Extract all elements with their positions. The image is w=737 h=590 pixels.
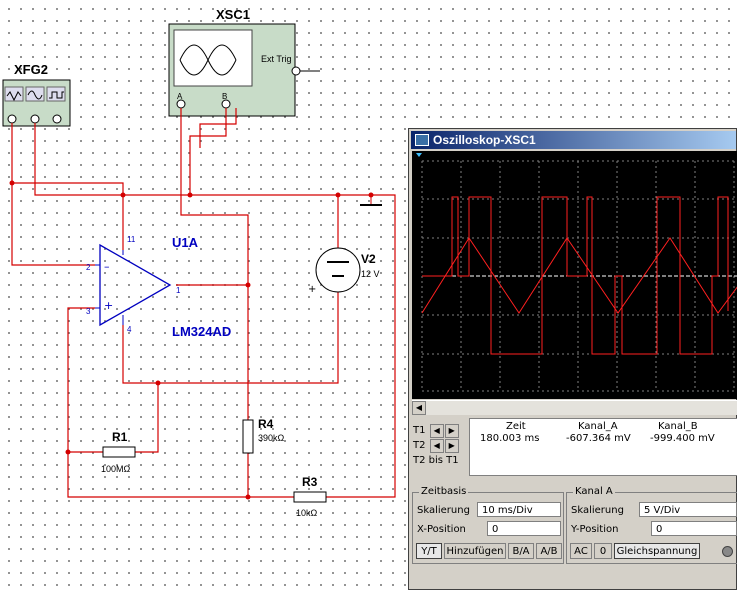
dc-button[interactable]: Gleichspannung (614, 543, 700, 559)
add-button[interactable]: Hinzufügen (444, 543, 506, 559)
r3-value-label: 10kΩ (296, 508, 318, 518)
r1-ref-label: R1 (112, 430, 128, 444)
ypos-label: Y-Position (571, 524, 619, 535)
col-b-header: Kanal_B (658, 421, 698, 432)
cha-scale-label: Skalierung (571, 505, 624, 516)
t1-right-arrow-icon[interactable]: ▶ (444, 424, 459, 438)
wire-junctions (9, 180, 374, 500)
opamp-pin-11: 11 (127, 235, 136, 244)
r4-value-label: 390kΩ (258, 433, 285, 443)
time-scrollbar[interactable]: ◀ (412, 400, 737, 415)
svg-text:–: – (104, 260, 110, 273)
resistor-r3[interactable] (293, 491, 327, 503)
wires (11, 108, 396, 498)
oscilloscope-plot (416, 153, 737, 392)
svg-text:+: + (104, 299, 113, 312)
timebase-scale-label: Skalierung (417, 505, 470, 516)
t1-b-value: -999.400 mV (650, 433, 715, 444)
resistor-r4[interactable] (242, 419, 254, 454)
resize-grip-icon[interactable] (722, 546, 733, 557)
t2-left-arrow-icon[interactable]: ◀ (429, 439, 444, 453)
opamp-pin-2: 2 (86, 263, 91, 272)
r3-ref-label: R3 (302, 475, 318, 489)
ac-button[interactable]: AC (570, 543, 592, 559)
fg-ref-label: XFG2 (14, 62, 48, 77)
trace-channel-b (422, 196, 729, 355)
oscilloscope-screen[interactable] (412, 151, 737, 399)
scope-ch-b-label: B (222, 92, 227, 101)
oscilloscope-icon (415, 134, 429, 146)
t1-left-arrow-icon[interactable]: ◀ (429, 424, 444, 438)
timebase-scale-field[interactable]: 10 ms/Div (477, 502, 561, 517)
r1-value-label: 100MΩ (101, 464, 131, 474)
opamp-u1a[interactable]: – + (95, 243, 172, 327)
timebase-group: Zeitbasis Skalierung 10 ms/Div X-Positio… (412, 486, 564, 564)
col-time-header: Zeit (506, 421, 526, 432)
yt-button[interactable]: Y/T (416, 543, 442, 559)
scroll-left-icon[interactable]: ◀ (412, 401, 426, 415)
sine-wave-icon (27, 90, 43, 100)
cursor-readout: Zeit Kanal_A Kanal_B 180.003 ms -607.364… (469, 418, 737, 476)
cha-scale-field[interactable]: 5 V/Div (639, 502, 737, 517)
t1-label: T1 (413, 425, 426, 436)
svg-text:+: + (308, 284, 316, 295)
ba-button[interactable]: B/A (508, 543, 534, 559)
zero-button[interactable]: 0 (594, 543, 612, 559)
oscilloscope-titlebar[interactable]: Oszilloskop-XSC1 (411, 131, 736, 149)
square-wave-icon (49, 91, 64, 99)
voltage-source-v2[interactable]: + (308, 247, 361, 295)
oscilloscope-symbol[interactable] (168, 23, 301, 117)
trace-channel-a (421, 237, 737, 314)
cursor-labels: T1 ◀▶ T2 ◀▶ T2 bis T1 (413, 423, 459, 468)
opamp-pin-4: 4 (127, 325, 132, 334)
channel-a-group: Kanal A Skalierung 5 V/Div Y-Position 0 … (566, 486, 737, 564)
col-a-header: Kanal_A (578, 421, 618, 432)
resistor-r1[interactable] (102, 446, 136, 458)
r4-ref-label: R4 (258, 417, 274, 431)
t2-label: T2 (413, 440, 426, 451)
scope-ext-trig-label: Ext Trig (261, 54, 292, 64)
triangle-wave-icon (6, 91, 22, 102)
scope-ch-a-label: A (177, 92, 183, 101)
channel-a-title: Kanal A (573, 486, 615, 497)
t1-time-value: 180.003 ms (480, 433, 540, 444)
scope-ref-label: XSC1 (216, 7, 250, 22)
trigger-marker-icon (416, 153, 422, 157)
t2-right-arrow-icon[interactable]: ▶ (444, 439, 459, 453)
v2-value-label: 12 V (361, 269, 380, 279)
function-generator[interactable] (2, 79, 71, 127)
ypos-field[interactable]: 0 (651, 521, 737, 536)
xpos-label: X-Position (417, 524, 466, 535)
t1-a-value: -607.364 mV (566, 433, 631, 444)
t2t1-label: T2 bis T1 (413, 455, 459, 466)
oscilloscope-window[interactable]: Oszilloskop-XSC1 ◀ T1 ◀▶ T2 ◀▶ (408, 128, 737, 590)
opamp-pin-1: 1 (176, 286, 181, 295)
xpos-field[interactable]: 0 (487, 521, 561, 536)
oscilloscope-title: Oszilloskop-XSC1 (433, 133, 536, 147)
ab-button[interactable]: A/B (536, 543, 562, 559)
opamp-model-label: LM324AD (172, 324, 231, 339)
v2-ref-label: V2 (361, 252, 376, 266)
opamp-pin-3: 3 (86, 307, 91, 316)
timebase-title: Zeitbasis (419, 486, 469, 497)
opamp-ref-label: U1A (172, 235, 199, 250)
